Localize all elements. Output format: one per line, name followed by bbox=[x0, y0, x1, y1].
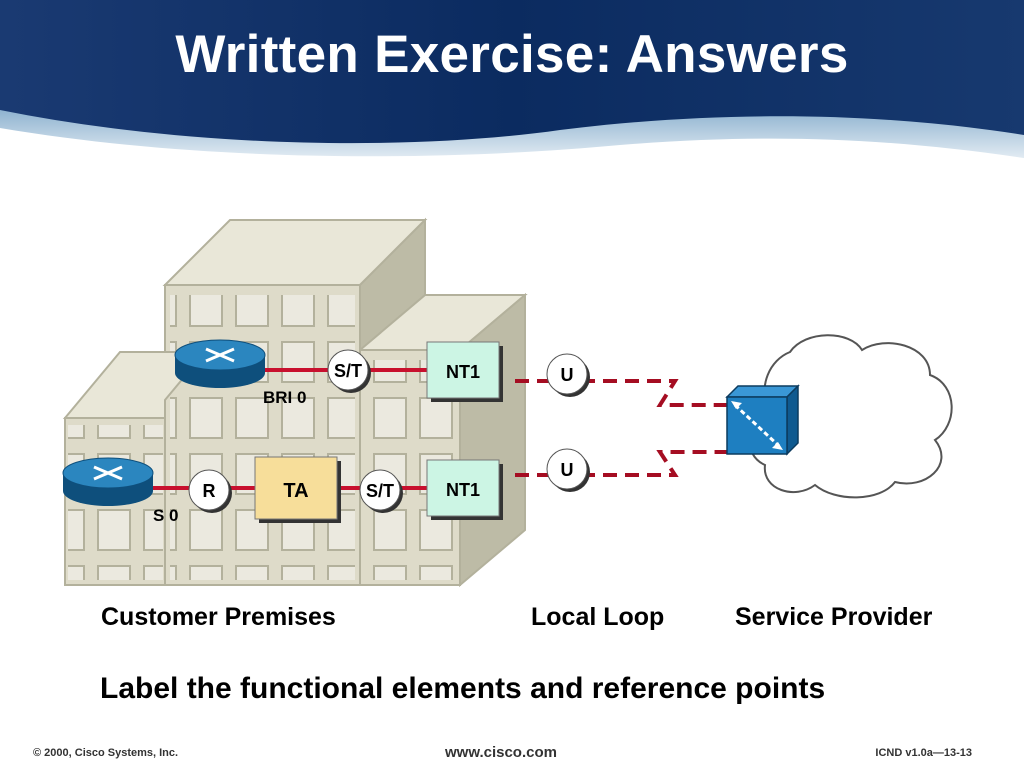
slide-title: Written Exercise: Answers bbox=[175, 25, 849, 84]
svg-text:U: U bbox=[561, 365, 574, 385]
isdn-diagram: NT1 NT1 TA S/T S/T R U U BRI 0 S 0 bbox=[62, 217, 953, 588]
isdn-switch-icon bbox=[725, 384, 800, 456]
router-icon bbox=[174, 339, 266, 388]
ref-point-st-bottom: S/T bbox=[359, 469, 403, 513]
nt1-top-label: NT1 bbox=[446, 362, 480, 382]
caption-service-provider: Service Provider bbox=[735, 603, 933, 631]
caption-local-loop: Local Loop bbox=[531, 603, 665, 631]
footer-url: www.cisco.com bbox=[445, 744, 557, 761]
nt1-bottom-label: NT1 bbox=[446, 480, 480, 500]
nt1-top-box: NT1 bbox=[426, 341, 503, 402]
ta-box: TA bbox=[254, 456, 341, 523]
ref-point-u-top: U bbox=[546, 353, 590, 397]
svg-text:U: U bbox=[561, 460, 574, 480]
svg-text:S/T: S/T bbox=[366, 481, 394, 501]
interface-label-bri0: BRI 0 bbox=[263, 388, 306, 407]
ref-point-r: R bbox=[188, 469, 232, 513]
caption-customer-premises: Customer Premises bbox=[101, 603, 336, 631]
local-loop-lines bbox=[515, 379, 735, 477]
router-icon bbox=[62, 457, 154, 506]
nt1-bottom-box: NT1 bbox=[426, 459, 503, 520]
ref-point-st-top: S/T bbox=[327, 349, 371, 393]
svg-text:S/T: S/T bbox=[334, 361, 362, 381]
title-banner bbox=[0, 0, 1024, 175]
footer-course-id: ICND v1.0a—13-13 bbox=[875, 747, 972, 759]
ref-point-u-bottom: U bbox=[546, 448, 590, 492]
footer-copyright: © 2000, Cisco Systems, Inc. bbox=[33, 747, 179, 759]
svg-text:R: R bbox=[203, 481, 216, 501]
interface-label-s0: S 0 bbox=[153, 506, 179, 525]
instruction-text: Label the functional elements and refere… bbox=[100, 672, 826, 705]
ta-label: TA bbox=[283, 480, 308, 502]
